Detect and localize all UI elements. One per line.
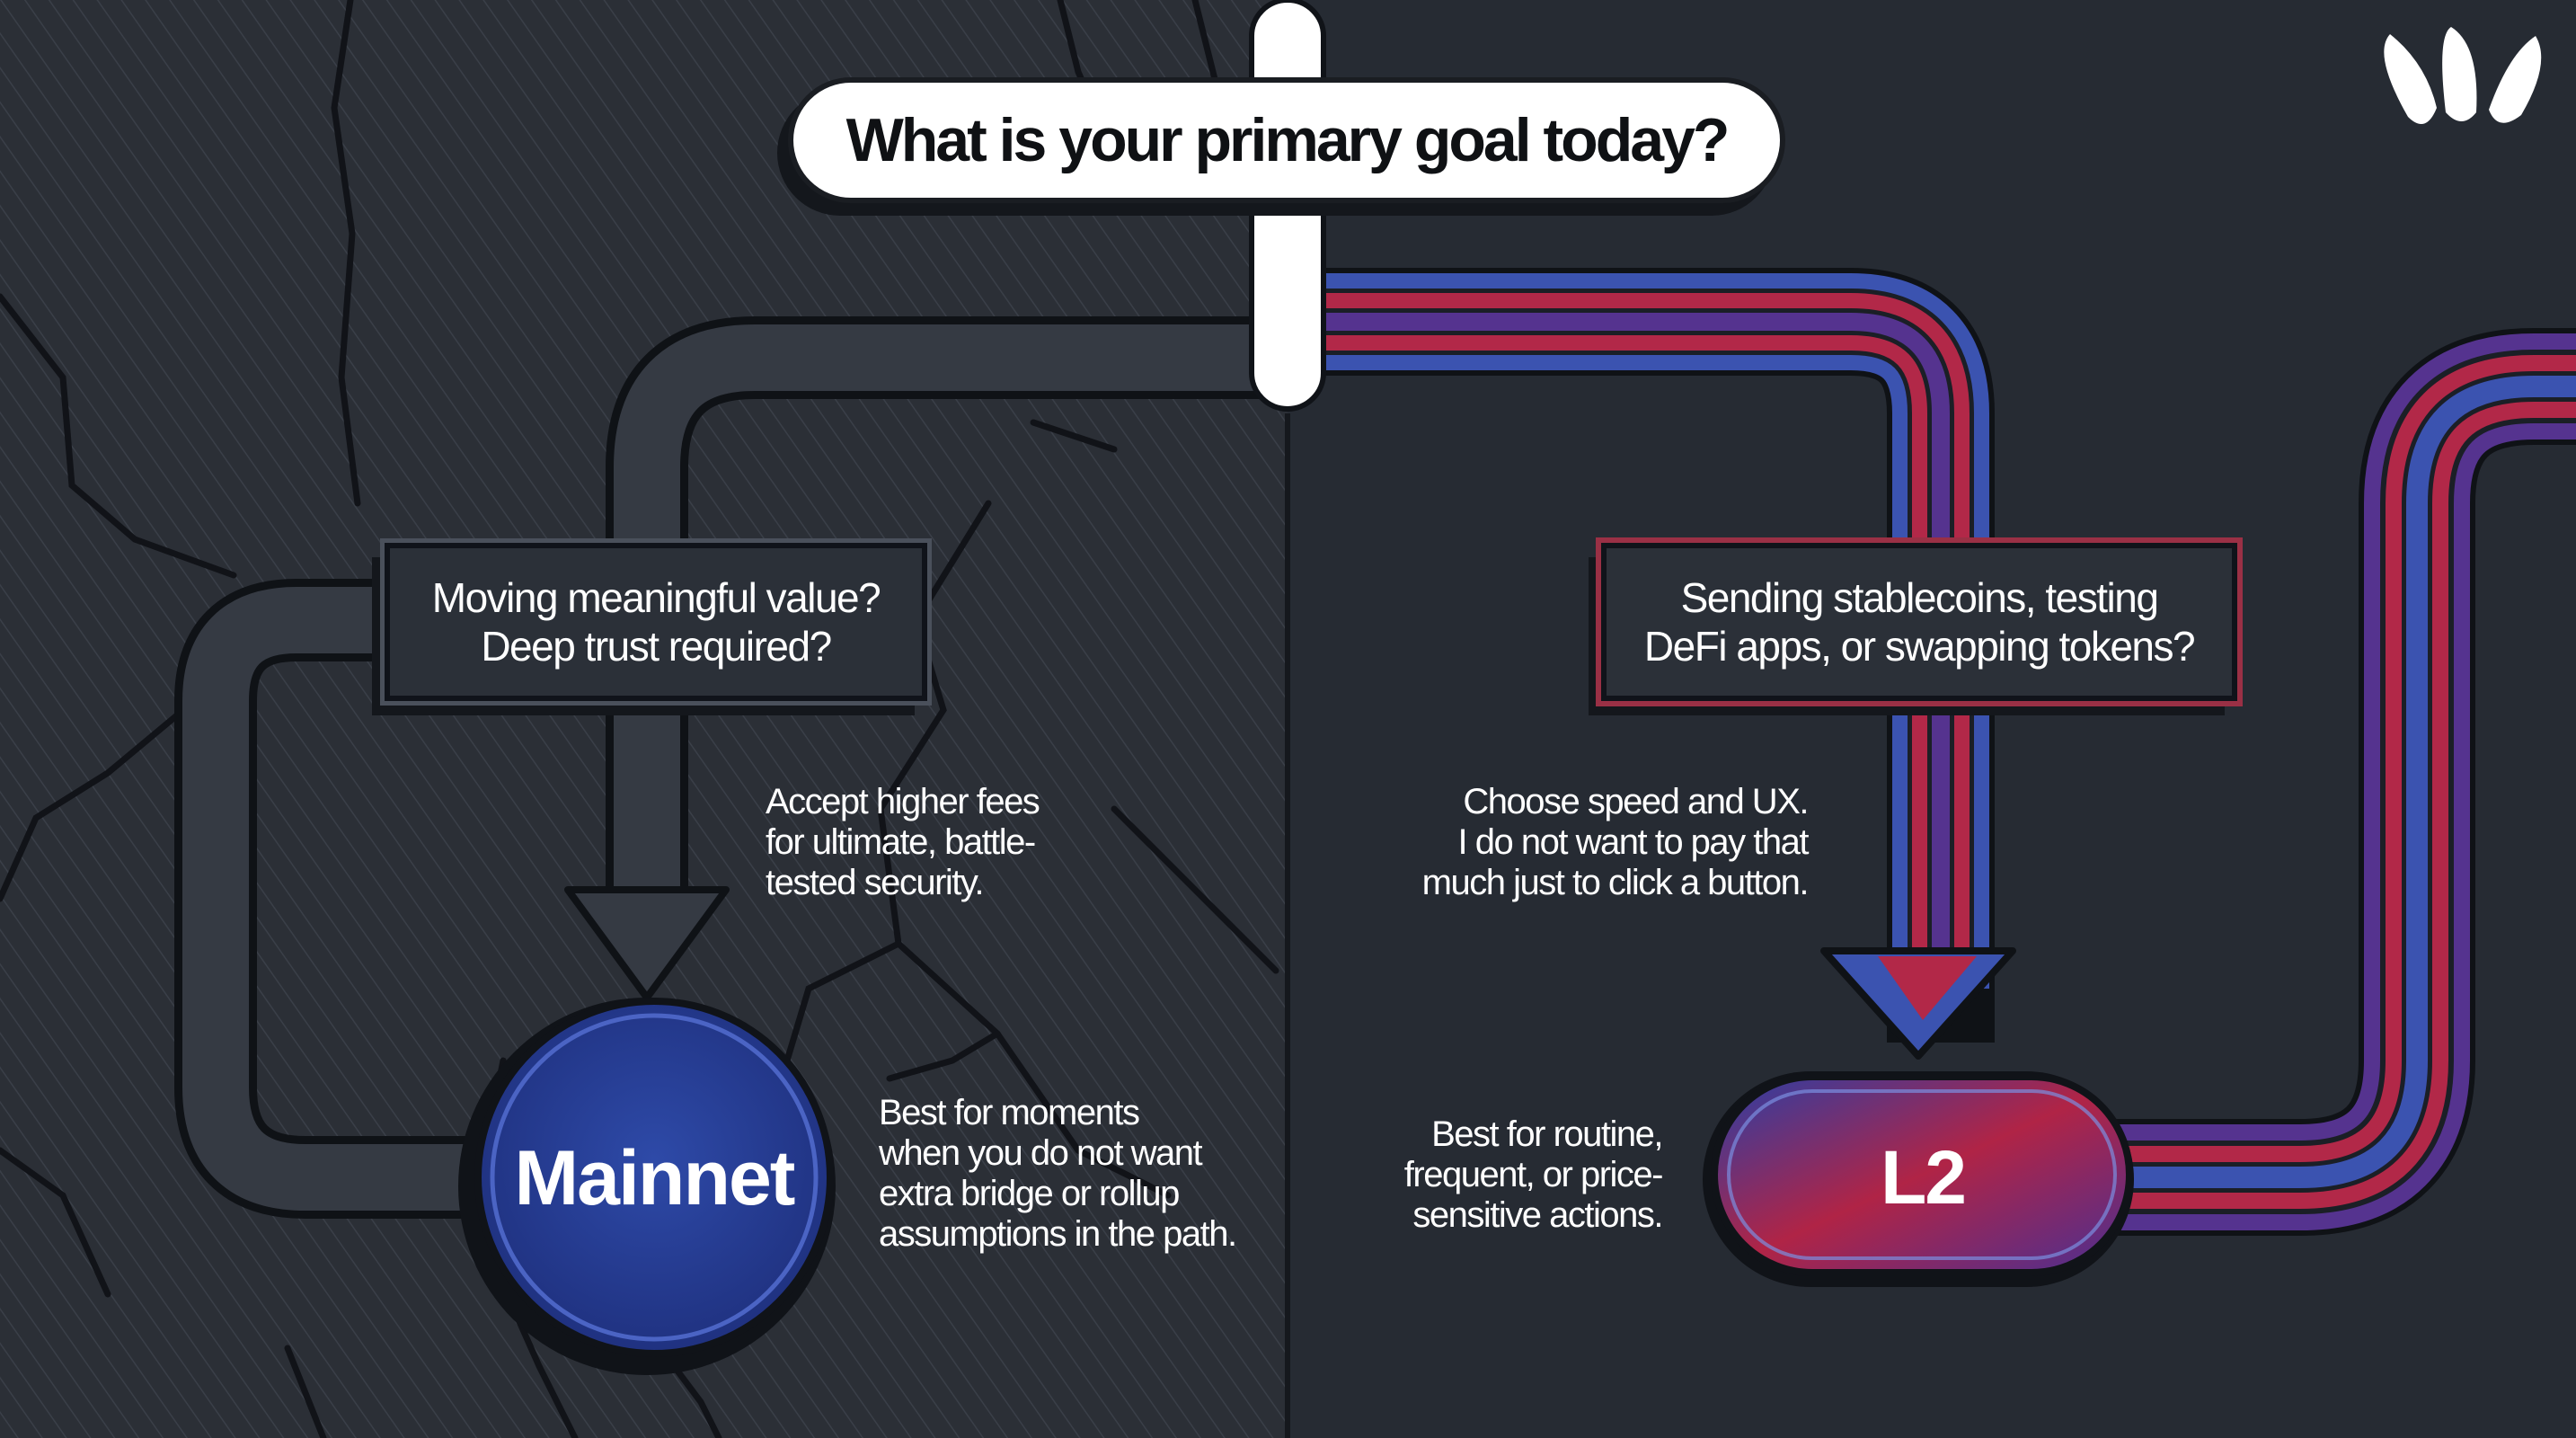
- mainnet-note-line: Accept higher fees: [766, 782, 1040, 821]
- l2-decision-box: Sending stablecoins, testing DeFi apps, …: [1601, 543, 2237, 701]
- question-text: What is your primary goal today?: [845, 106, 1731, 174]
- question-bubble: What is your primary goal today?: [788, 77, 1785, 203]
- l2-detail-line: sensitive actions.: [1412, 1195, 1663, 1235]
- mainnet-decision-line: Deep trust required?: [481, 623, 832, 670]
- brand-logo-icon: [2384, 27, 2542, 124]
- mainnet-decision-box: Moving meaningful value? Deep trust requ…: [385, 543, 927, 701]
- l2-detail-line: frequent, or price-: [1403, 1155, 1664, 1194]
- l2-note-line: I do not want to pay that: [1457, 822, 1810, 862]
- question-stem: [1249, 0, 1326, 412]
- mainnet-detail: Best for moments when you do not want ex…: [879, 1093, 1237, 1255]
- mainnet-detail-line: assumptions in the path.: [879, 1214, 1237, 1254]
- mainnet-node-label: Mainnet: [514, 1135, 796, 1221]
- mainnet-note: Accept higher fees for ultimate, battle-…: [766, 782, 1040, 903]
- mainnet-decision-line: Moving meaningful value?: [431, 574, 881, 621]
- mainnet-path: [174, 316, 1288, 1219]
- l2-note-line: much just to click a button.: [1421, 863, 1810, 902]
- mainnet-note-line: for ultimate, battle-: [766, 822, 1036, 862]
- mainnet-detail-line: Best for moments: [879, 1093, 1140, 1132]
- mainnet-detail-line: extra bridge or rollup: [879, 1174, 1180, 1213]
- l2-path: [1288, 268, 1995, 1043]
- l2-decision-line: DeFi apps, or swapping tokens?: [1643, 623, 2196, 670]
- mainnet-arrow-head: [564, 886, 730, 1001]
- l2-note: Choose speed and UX. I do not want to pa…: [1421, 782, 1810, 903]
- l2-node-label: L2: [1880, 1135, 1967, 1220]
- mainnet-detail-line: when you do not want: [879, 1133, 1203, 1173]
- l2-detail: Best for routine, frequent, or price- se…: [1403, 1114, 1664, 1236]
- l2-detail-line: Best for routine,: [1431, 1114, 1663, 1154]
- l2-exit-path: [2067, 328, 2576, 1236]
- mainnet-note-line: tested security.: [766, 863, 985, 902]
- l2-note-line: Choose speed and UX.: [1463, 782, 1809, 821]
- l2-node: [1711, 1073, 2133, 1276]
- l2-decision-line: Sending stablecoins, testing: [1680, 574, 2159, 621]
- mainnet-node: [474, 998, 834, 1357]
